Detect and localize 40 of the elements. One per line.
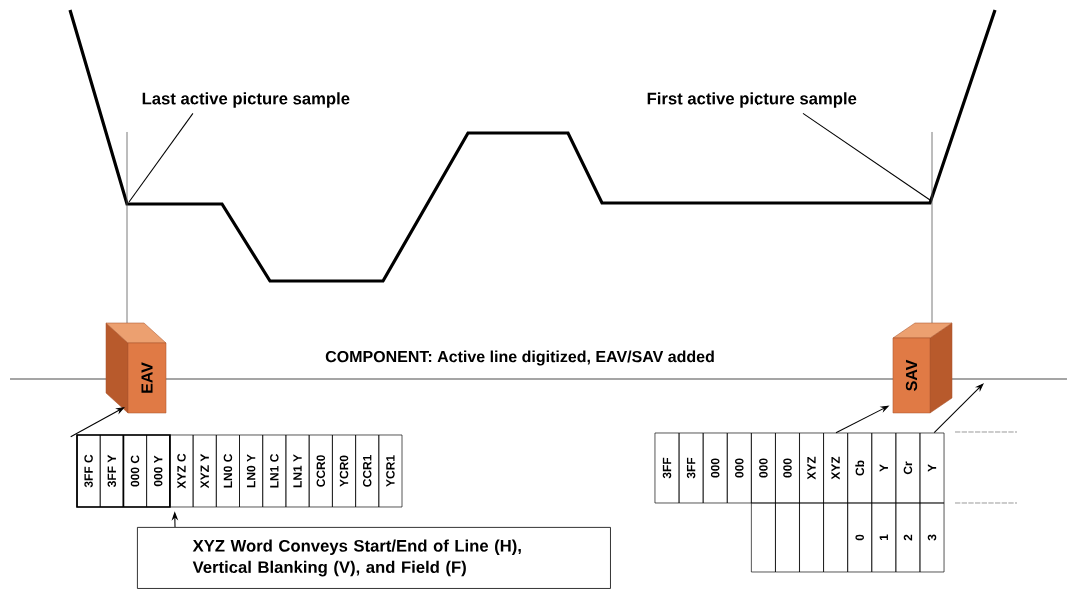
table-cell: Y (871, 432, 897, 504)
node-label: 3FF C (84, 454, 93, 488)
table-cell: 000 (702, 432, 728, 504)
table-cell: XYZ C (169, 434, 194, 508)
table-cell: CCR1 (355, 434, 380, 508)
table-cell: 000 (726, 432, 752, 504)
leader-line (128, 112, 194, 203)
table-cell: LN0 C (215, 434, 240, 508)
cuboid-block: EAV (105, 322, 167, 414)
table-cell: 1 (871, 502, 897, 573)
table-cell: 3FF (654, 432, 680, 504)
table-cell: 000 Y (146, 434, 171, 508)
table-cell: Y (919, 432, 945, 504)
arrow (70, 407, 125, 438)
table-cell: XYZ (799, 432, 824, 504)
leader-line (802, 112, 931, 201)
table-cell: 3FF (678, 432, 704, 504)
table-cell: CCR0 (308, 434, 333, 508)
table-cell: 000 (751, 432, 776, 504)
table-cell: 3FF Y (99, 434, 124, 508)
table-cell: 3 (919, 502, 945, 573)
note-box: XYZ Word Conveys Start/End of Line (H), Vertical Blanking (V), and Field (F) (137, 527, 611, 589)
table-cell: LN1 C (262, 434, 287, 508)
callout-text: First active picture sample (647, 92, 857, 108)
table-cell: 2 (895, 502, 921, 573)
callout-text: Last active picture sample (142, 92, 350, 108)
table-cell: LN0 Y (239, 434, 264, 508)
table-cell: YCR1 (378, 434, 403, 508)
table-cell: XYZ Y (192, 434, 217, 508)
arrow (933, 383, 984, 434)
node-label: 000 C (130, 455, 140, 487)
table-cell: XYZ (823, 432, 848, 504)
table-cell: 0 (847, 502, 873, 573)
cuboid-block: SAV (892, 322, 953, 414)
table-cell: Cb (847, 432, 873, 504)
table-cell: YCR0 (332, 434, 356, 508)
caption-text: COMPONENT: Active line digitized, EAV/SAV added (325, 350, 714, 366)
table-cell: Cr (895, 432, 921, 504)
table-cell: LN1 Y (285, 434, 310, 508)
table-cell: 000 (775, 432, 800, 504)
